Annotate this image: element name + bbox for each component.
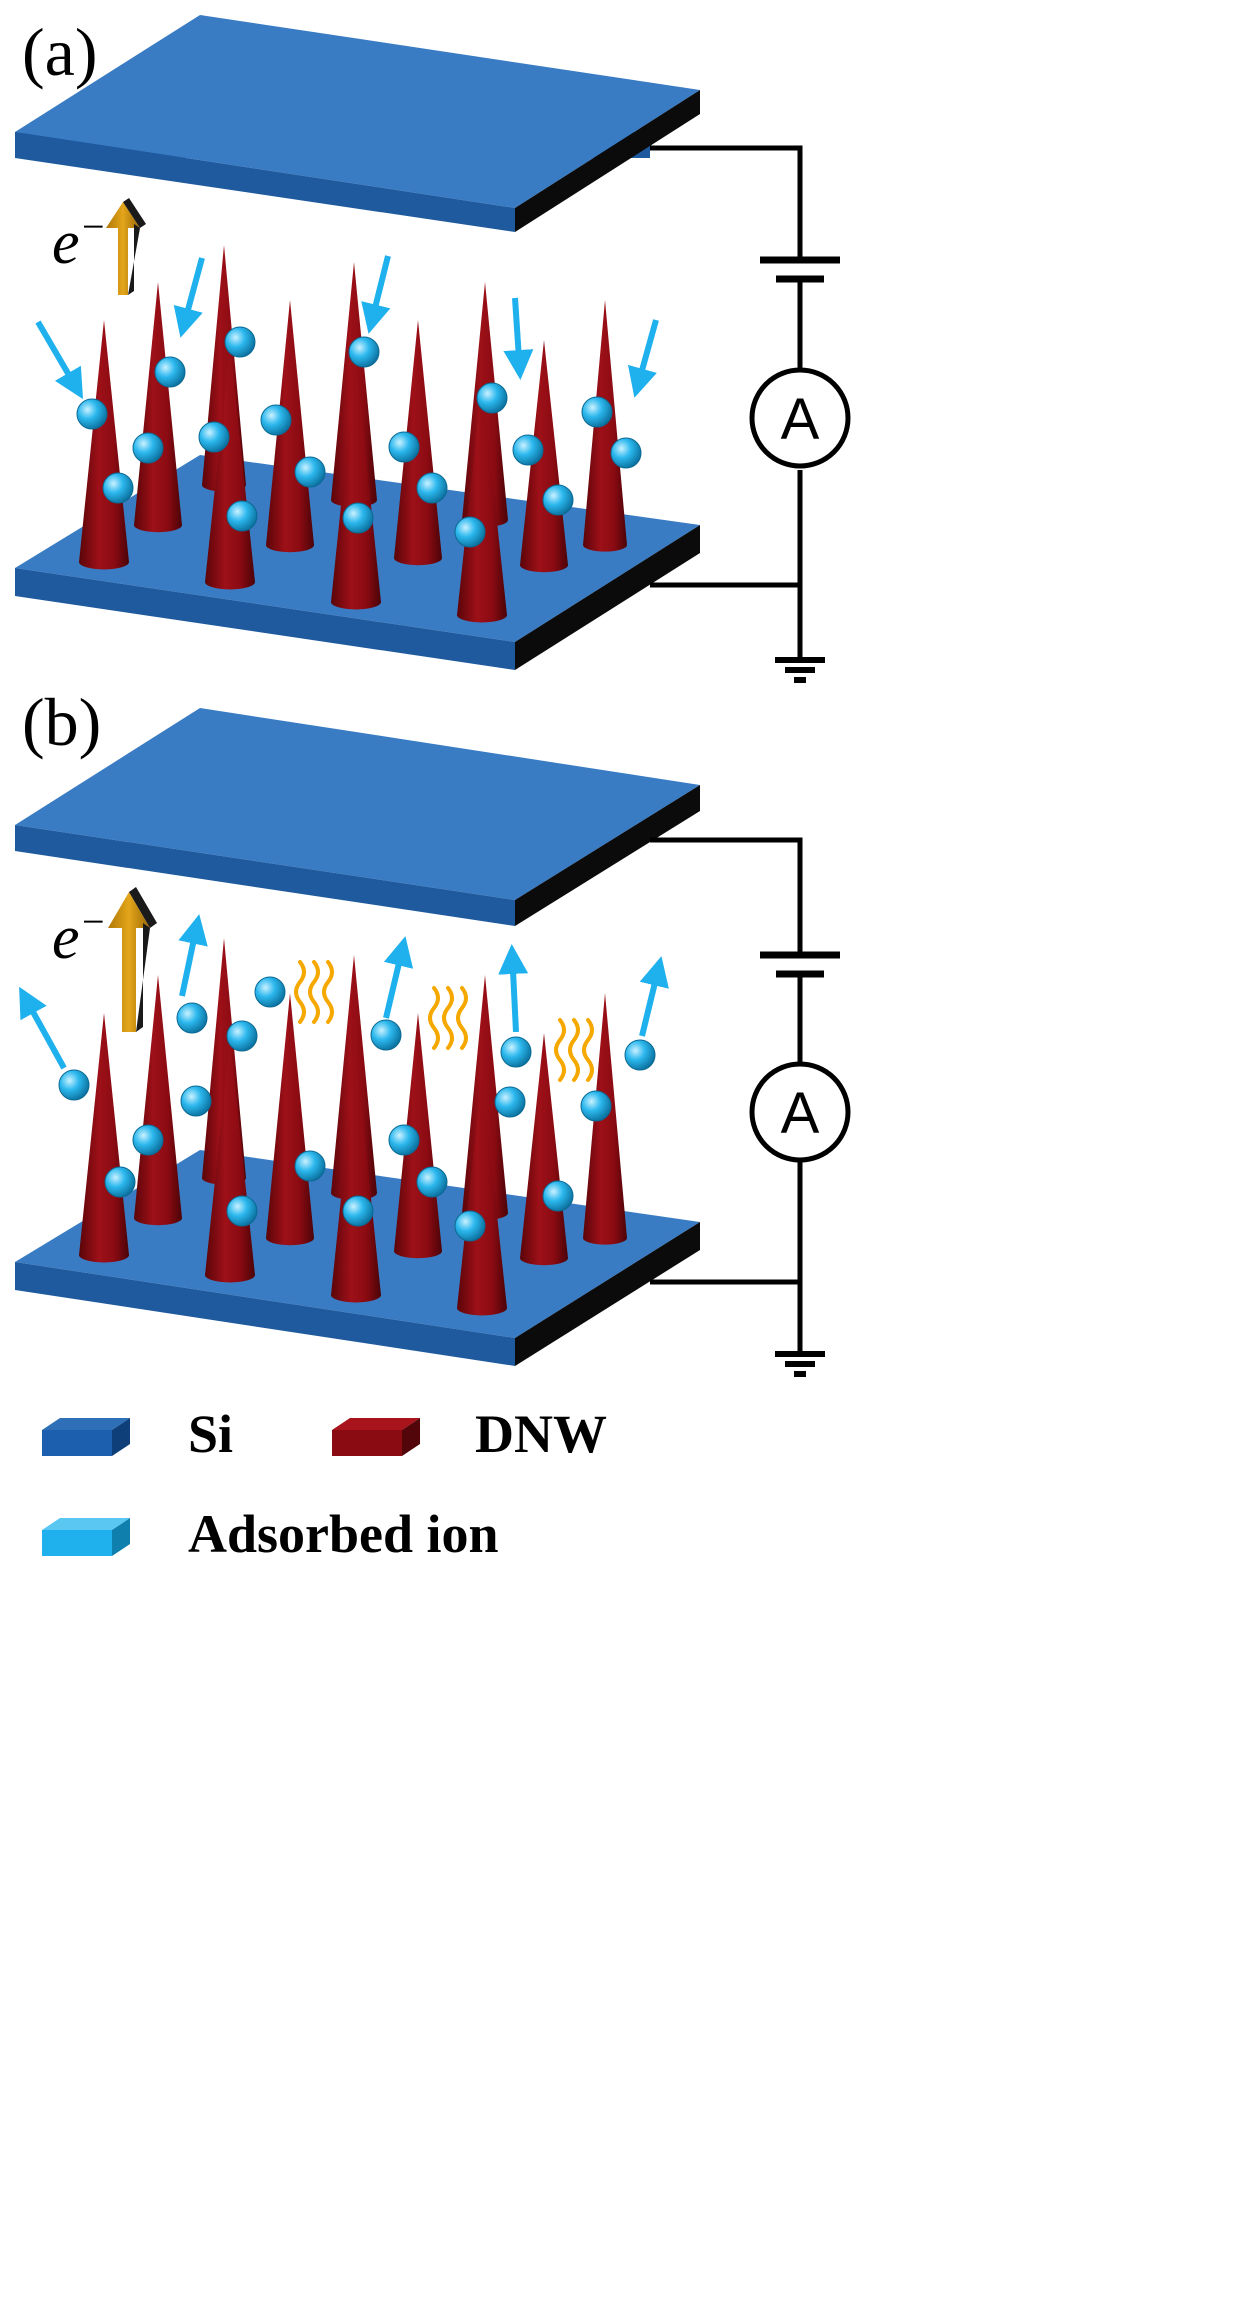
- ion: [348, 336, 380, 368]
- ion: [342, 502, 374, 534]
- ion: [294, 456, 326, 488]
- dnw-cone: [331, 360, 381, 610]
- ammeter-label: A: [781, 1081, 820, 1146]
- incoming-ion-arrows: [35, 255, 659, 400]
- ion: [342, 1195, 374, 1227]
- ion: [388, 431, 420, 463]
- electron-label: e: [52, 904, 80, 972]
- dnw-cone: [583, 300, 627, 552]
- dnw-cone: [266, 993, 314, 1246]
- ion: [581, 396, 613, 428]
- outgoing-ion-arrows: [19, 914, 669, 1070]
- ion: [500, 1036, 532, 1068]
- ion-arrow: [173, 257, 205, 338]
- circuit: [650, 837, 803, 1352]
- ion: [610, 437, 642, 469]
- heat-wave: [554, 1018, 594, 1082]
- ion: [154, 356, 186, 388]
- ion-arrow: [627, 319, 659, 398]
- ion-arrow: [178, 914, 208, 997]
- dnw-cone: [457, 382, 507, 623]
- top-si-plate: [15, 15, 700, 232]
- ion: [226, 1020, 258, 1052]
- ion: [542, 484, 574, 516]
- legend-item-si: Si: [42, 1404, 233, 1464]
- ion: [454, 516, 486, 548]
- dnw-cone: [583, 993, 627, 1245]
- desorbed-ions: [58, 976, 656, 1242]
- dnw-cone: [457, 1075, 507, 1316]
- ion-arrow: [383, 936, 414, 1019]
- ion: [388, 1124, 420, 1156]
- ground-symbol: [775, 657, 825, 683]
- ground-symbol: [775, 1351, 825, 1377]
- electron-superscript: −: [82, 899, 105, 944]
- ion: [294, 1150, 326, 1182]
- ion-arrow: [19, 986, 67, 1070]
- ion-arrow: [35, 320, 84, 400]
- ion: [370, 1019, 402, 1051]
- ion: [512, 434, 544, 466]
- legend-label-adsorbed-ion: Adsorbed ion: [188, 1504, 499, 1564]
- electron-superscript: −: [82, 204, 105, 249]
- ion: [260, 404, 292, 436]
- dnw-cone: [134, 282, 182, 533]
- circuit: [650, 145, 803, 658]
- panel-label: (b): [22, 684, 101, 760]
- ion: [132, 1124, 164, 1156]
- ion: [454, 1210, 486, 1242]
- ammeter-symbol: A: [749, 1061, 851, 1163]
- panel-a: (a) e −: [15, 14, 851, 683]
- ion: [494, 1086, 526, 1118]
- ion: [132, 432, 164, 464]
- ammeter-symbol: A: [749, 367, 851, 469]
- ion: [176, 1002, 208, 1034]
- legend-item-adsorbed-ion: Adsorbed ion: [42, 1504, 499, 1564]
- legend-label-si: Si: [188, 1404, 233, 1464]
- panel-label: (a): [22, 14, 97, 90]
- ion: [624, 1039, 656, 1071]
- electron-arrow: [106, 198, 146, 295]
- ammeter-label: A: [781, 387, 820, 452]
- ion: [254, 976, 286, 1008]
- dnw-cone: [331, 1053, 381, 1303]
- adsorbed-ions: [76, 326, 642, 548]
- ion-arrow: [498, 944, 529, 1033]
- dnw-cone: [134, 975, 182, 1226]
- ion: [416, 472, 448, 504]
- ion: [226, 1195, 258, 1227]
- ion-arrow: [361, 255, 391, 334]
- heat-waves: [294, 960, 594, 1082]
- ion-arrow: [503, 297, 534, 380]
- heat-wave: [294, 960, 334, 1024]
- top-si-plate: [15, 708, 700, 926]
- ion: [76, 398, 108, 430]
- ion: [58, 1069, 90, 1101]
- battery-symbol: [760, 256, 840, 283]
- ion: [542, 1180, 574, 1212]
- battery-symbol: [760, 951, 840, 978]
- ion: [226, 500, 258, 532]
- legend: Si DNW Adsorbed ion: [42, 1404, 607, 1564]
- ion: [416, 1166, 448, 1198]
- ion: [224, 326, 256, 358]
- electron-label: e: [52, 209, 80, 277]
- dnw-cone: [79, 1013, 129, 1263]
- panel-b: (b) e −: [15, 684, 851, 1377]
- legend-label-dnw: DNW: [475, 1404, 607, 1464]
- ion: [180, 1085, 212, 1117]
- ion: [102, 472, 134, 504]
- dnw-cone: [79, 320, 129, 570]
- ion: [476, 382, 508, 414]
- heat-wave: [428, 986, 468, 1050]
- ion: [198, 421, 230, 453]
- ion: [104, 1166, 136, 1198]
- ion-arrow: [639, 956, 669, 1037]
- dnw-cone: [520, 1033, 568, 1266]
- electron-arrow: [108, 887, 157, 1032]
- ion: [580, 1090, 612, 1122]
- legend-item-dnw: DNW: [332, 1404, 607, 1464]
